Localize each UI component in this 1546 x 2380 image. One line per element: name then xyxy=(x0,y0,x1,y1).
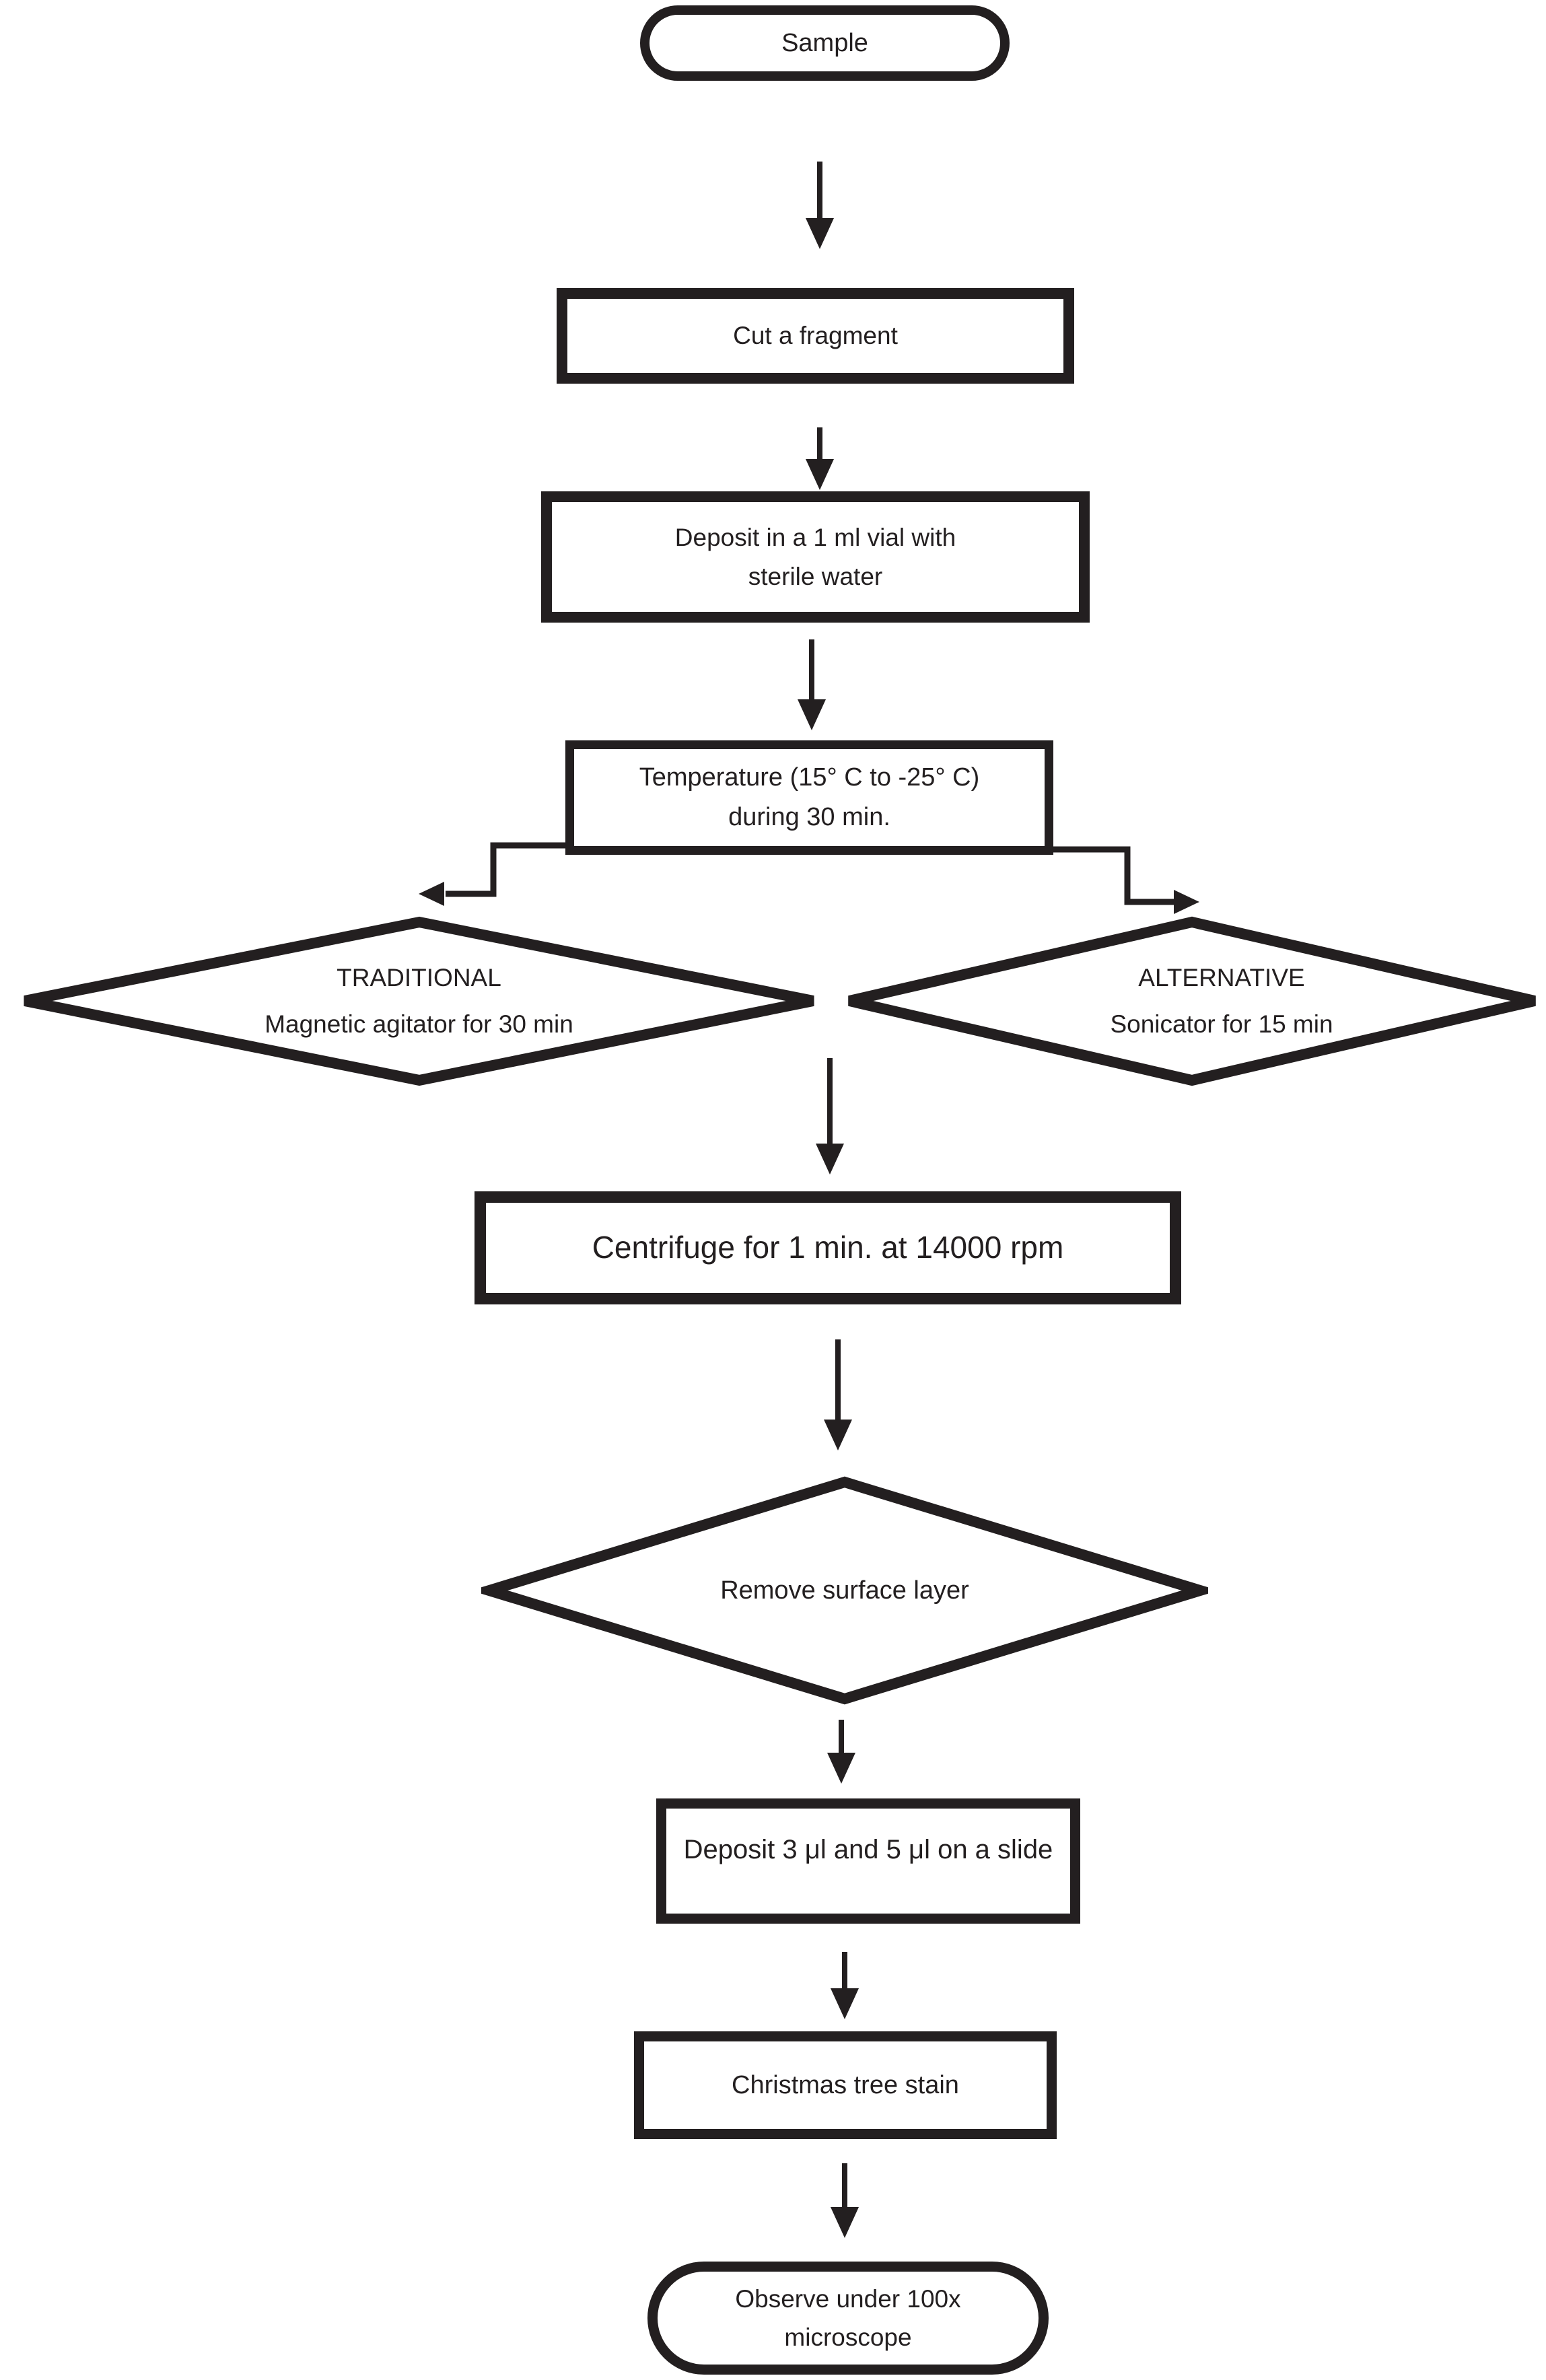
branch-connectors xyxy=(419,842,1199,914)
arrowhead-right-icon xyxy=(1174,890,1199,914)
arrow-shaft xyxy=(842,1952,847,1988)
arrow-slide-to-stain xyxy=(830,1952,859,2019)
alternative-diamond-shape xyxy=(848,916,1536,1086)
remove-diamond-shape xyxy=(481,1476,1208,1705)
arrowhead-down-icon xyxy=(798,699,826,730)
node-deposit-slide: Deposit 3 μl and 5 μl on a slide xyxy=(656,1798,1080,1924)
node-christmas-stain: Christmas tree stain xyxy=(634,2031,1057,2139)
node-alternative-label: ALTERNATIVE Sonicator for 15 min xyxy=(1110,964,1333,1038)
branch-right-connector xyxy=(1053,846,1174,905)
branch-left-connector xyxy=(446,842,565,897)
arrowhead-left-icon xyxy=(419,882,444,906)
diamond-outline xyxy=(848,916,1536,1086)
node-centrifuge: Centrifuge for 1 min. at 14000 rpm xyxy=(475,1191,1181,1304)
node-observe-label: Observe under 100x microscope xyxy=(735,2284,961,2351)
diamond-outline xyxy=(24,916,814,1086)
node-observe: Observe under 100x microscope xyxy=(647,2262,1049,2375)
node-cut-fragment: Cut a fragment xyxy=(557,288,1074,384)
arrow-shaft xyxy=(817,162,822,218)
arrowhead-down-icon xyxy=(831,2207,859,2238)
node-deposit-vial-label: Deposit in a 1 ml vial with sterile wate… xyxy=(674,524,956,590)
node-deposit-slide-label: Deposit 3 μl and 5 μl on a slide xyxy=(683,1835,1053,1864)
arrow-shaft xyxy=(827,1058,833,1144)
node-traditional: TRADITIONAL Magnetic agitator for 30 min xyxy=(17,915,821,1087)
traditional-diamond-shape xyxy=(24,916,814,1086)
node-deposit-vial: Deposit in a 1 ml vial with sterile wate… xyxy=(541,491,1090,623)
arrow-cut-to-vial xyxy=(805,427,835,490)
arrow-shaft xyxy=(842,2163,847,2207)
node-cut-fragment-label: Cut a fragment xyxy=(733,322,898,350)
arrow-remove-to-slide xyxy=(827,1720,856,1784)
arrow-centrifuge-to-remove xyxy=(823,1339,853,1450)
node-sample: Sample xyxy=(640,5,1010,81)
arrow-shaft xyxy=(809,639,814,699)
node-remove-surface: Remove surface layer xyxy=(481,1475,1208,1706)
node-temperature-label: Temperature (15° C to -25° C) during 30 … xyxy=(639,763,980,831)
arrow-shaft xyxy=(839,1720,844,1753)
node-traditional-label: TRADITIONAL Magnetic agitator for 30 min xyxy=(265,964,573,1038)
arrowhead-down-icon xyxy=(806,459,834,490)
arrow-shaft xyxy=(835,1339,841,1420)
arrowhead-down-icon xyxy=(816,1144,844,1175)
node-centrifuge-label: Centrifuge for 1 min. at 14000 rpm xyxy=(592,1230,1064,1265)
arrow-stain-to-observe xyxy=(830,2163,859,2238)
arrowhead-down-icon xyxy=(824,1420,852,1450)
arrowhead-down-icon xyxy=(831,1988,859,2019)
diamond-outline xyxy=(481,1476,1208,1705)
arrow-vial-to-temp xyxy=(797,639,827,730)
node-sample-label: Sample xyxy=(781,28,868,57)
node-temperature: Temperature (15° C to -25° C) during 30 … xyxy=(565,740,1053,855)
arrow-shaft xyxy=(817,427,822,459)
arrowhead-down-icon xyxy=(827,1753,855,1784)
arrow-branches-to-centrifuge xyxy=(815,1058,845,1175)
node-remove-surface-label: Remove surface layer xyxy=(720,1576,969,1605)
arrow-sample-to-cut xyxy=(805,162,835,249)
arrowhead-down-icon xyxy=(806,218,834,249)
node-christmas-stain-label: Christmas tree stain xyxy=(732,2070,959,2099)
node-alternative: ALTERNATIVE Sonicator for 15 min xyxy=(843,915,1541,1087)
